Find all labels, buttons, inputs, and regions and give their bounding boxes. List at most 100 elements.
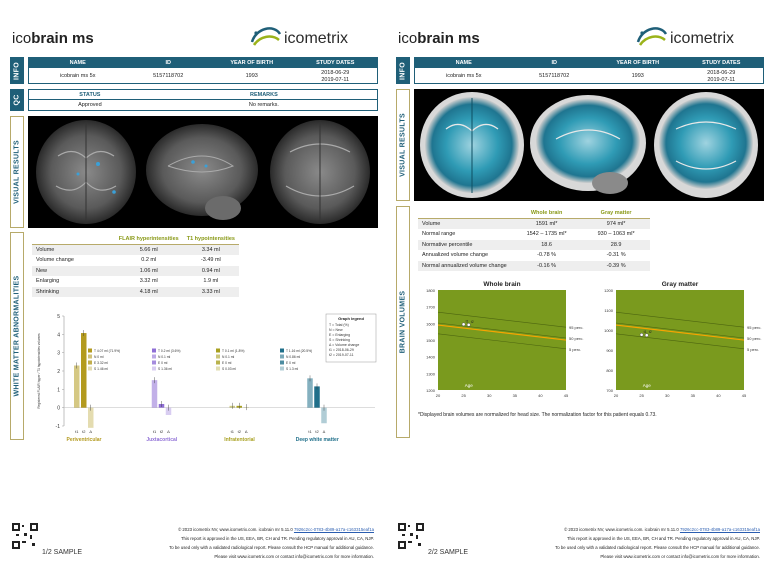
info-section-label: INFO [396, 57, 410, 84]
patient-point [466, 323, 471, 327]
x-tick-label: 40 [716, 393, 721, 398]
name-header: NAME [69, 60, 86, 66]
y-tick-label: 800 [606, 368, 613, 373]
legend-swatch [280, 348, 284, 353]
bar-Δ [321, 407, 327, 424]
t1-header: T1 hypointensities [182, 234, 239, 245]
legend-entry: T 0.2 ml (3.6%) [158, 349, 180, 353]
flair-image-row [28, 116, 378, 228]
x-tick-label: t1 [75, 429, 79, 434]
flair-header: FLAIR hyperintensities [114, 234, 183, 245]
wma-flair-value: 0.2 ml [141, 257, 157, 264]
patient-point [644, 333, 649, 338]
y-tick-label: 1 [57, 387, 60, 393]
dates-header: STUDY DATES [316, 60, 355, 66]
bv-whole-brain-value: 18.6 [510, 239, 583, 250]
y-tick-label: 0 [57, 406, 60, 412]
report-link[interactable]: 7926c2cc-0783-4b89-a17a-c163315eaf1a [293, 527, 374, 532]
wma-flair-value: 3.32 ml [139, 278, 158, 285]
segmentation-sagittal-image [530, 95, 646, 194]
bar-t2 [81, 333, 87, 408]
bv-row-label: Normal annualized volume change [418, 260, 511, 271]
legend-entry: T 1.16 ml (20.5%) [286, 349, 312, 353]
bar-t1 [74, 365, 80, 408]
bar-Δ [88, 407, 94, 428]
report-link[interactable]: 7926c2cc-0783-4b89-a17a-c163315eaf1a [679, 527, 760, 532]
wma-row-label: New [32, 265, 115, 276]
info-table: NAME ID YEAR OF BIRTH STUDY DATES icobra… [28, 57, 378, 84]
x-tick-label: 30 [665, 393, 670, 398]
qr-code [12, 523, 38, 549]
x-tick-label: 45 [742, 393, 747, 398]
y-tick-label: 1600 [426, 321, 436, 326]
name-header: NAME [455, 60, 472, 66]
bv-gray-matter-value: 930 – 1063 ml* [597, 231, 635, 238]
segmentation-coronal-image [654, 92, 758, 198]
footer: 1/2 SAMPLE © 2023 icometrix NV, www.icom… [12, 523, 374, 563]
legend-swatch [88, 366, 92, 371]
bv-whole-brain-value: -0.16 % [510, 260, 583, 271]
brain-volumes-label: BRAIN VOLUMES [396, 206, 410, 438]
yob-header: YEAR OF BIRTH [616, 60, 660, 66]
legend-entry: S 1.3 ml [286, 367, 298, 371]
legend-entry: E 0 ml [158, 361, 168, 365]
x-tick-label: t2 [82, 429, 86, 434]
x-tick-label: 20 [436, 393, 441, 398]
bar-t1 [307, 378, 313, 408]
x-tick-label: 20 [614, 393, 619, 398]
y-tick-label: 1800 [426, 288, 436, 293]
segmentation-brain-images [420, 92, 758, 198]
percentile-label: 5 perc. [747, 347, 759, 352]
info-table: NAME ID YEAR OF BIRTH STUDY DATES icobra… [414, 57, 764, 84]
legend-entry: E 0 ml [222, 361, 232, 365]
bv-gray-matter-value: 974 ml* [582, 218, 650, 229]
x-axis-label: Age [643, 383, 652, 388]
product-title: icobrain ms [12, 30, 94, 47]
wma-flair-value: 1.06 ml [114, 265, 183, 276]
y-tick-label: 5 [57, 314, 60, 320]
y-tick-label: 4 [57, 332, 60, 338]
flair-axial-image [36, 120, 136, 224]
wma-t1-value: 1.9 ml [203, 278, 219, 285]
bar-Δ [165, 407, 172, 415]
plot-background [438, 290, 566, 390]
wma-t1-value: -3.49 ml [200, 257, 221, 264]
group-label: Infratentorial [224, 437, 255, 443]
graph-legend-entry: T = Total (%) [329, 323, 349, 327]
yob-header: YEAR OF BIRTH [230, 60, 274, 66]
legend-entry: S 0.03 ml [222, 367, 236, 371]
bv-row-label: Normal range [422, 231, 456, 238]
legend-entry: S 1.36 ml [158, 367, 172, 371]
icometrix-logo: icometrix [636, 26, 756, 50]
y-tick-label: 1400 [426, 355, 436, 360]
study-date-2: 2019-07-11 [321, 76, 350, 83]
chart-title: Gray matter [662, 281, 699, 288]
x-tick-label: 25 [639, 393, 644, 398]
patient-point [639, 333, 644, 337]
y-tick-label: 1700 [426, 305, 436, 310]
percentile-line [615, 322, 745, 339]
point-label: t1 [644, 330, 647, 334]
graph-legend-entry: N = New [329, 328, 343, 332]
year-of-birth: 1993 [245, 73, 258, 79]
y-tick-label: 1200 [426, 388, 436, 393]
qc-status: Approved [78, 102, 102, 108]
bv-gray-matter-value: -0.39 % [582, 260, 650, 271]
legend-swatch [152, 348, 156, 353]
legend-swatch [280, 354, 284, 359]
percentile-label: 95 perc. [569, 325, 583, 330]
report-page-2: icobrain ms icometrix INFO NAME ID YEAR … [386, 0, 772, 579]
x-tick-label: 45 [564, 393, 569, 398]
study-date-1: 2018-06-29 [321, 70, 350, 76]
patient-name: icobrain ms 5x [59, 73, 96, 79]
legend-entry: T 0.1 ml (1.8%) [222, 349, 244, 353]
percentile-line [615, 311, 745, 328]
bv-whole-brain-value: 1542 – 1735 ml* [526, 231, 567, 238]
percentile-line [615, 333, 745, 350]
legend-entry: N 0 ml [94, 355, 104, 359]
visual-results-label: VISUAL RESULTS [396, 89, 410, 201]
x-tick-label: 40 [538, 393, 543, 398]
x-tick-label: t1 [308, 429, 312, 434]
